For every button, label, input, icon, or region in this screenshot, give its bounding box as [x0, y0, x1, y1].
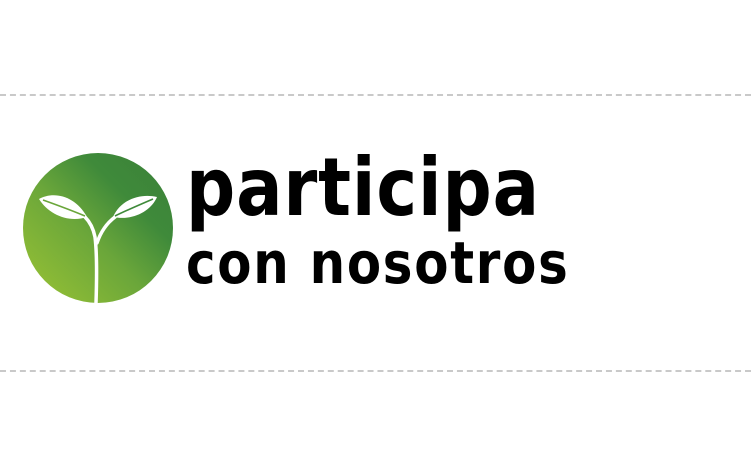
headline-line-1: participa: [186, 141, 540, 234]
sprout-stem: [83, 215, 99, 303]
bottom-dashed-divider: [0, 370, 751, 372]
logo-circle: [23, 153, 173, 303]
left-leaf-vein: [42, 199, 86, 217]
top-dashed-divider: [0, 94, 751, 96]
headline-line-2: con nosotros: [186, 229, 570, 297]
sprout-stem-right: [95, 215, 117, 245]
right-leaf-vein: [114, 198, 154, 217]
banner-headline: participa con nosotros: [186, 141, 746, 297]
sprout-logo: [23, 153, 173, 303]
sprout-icon: [23, 153, 173, 303]
